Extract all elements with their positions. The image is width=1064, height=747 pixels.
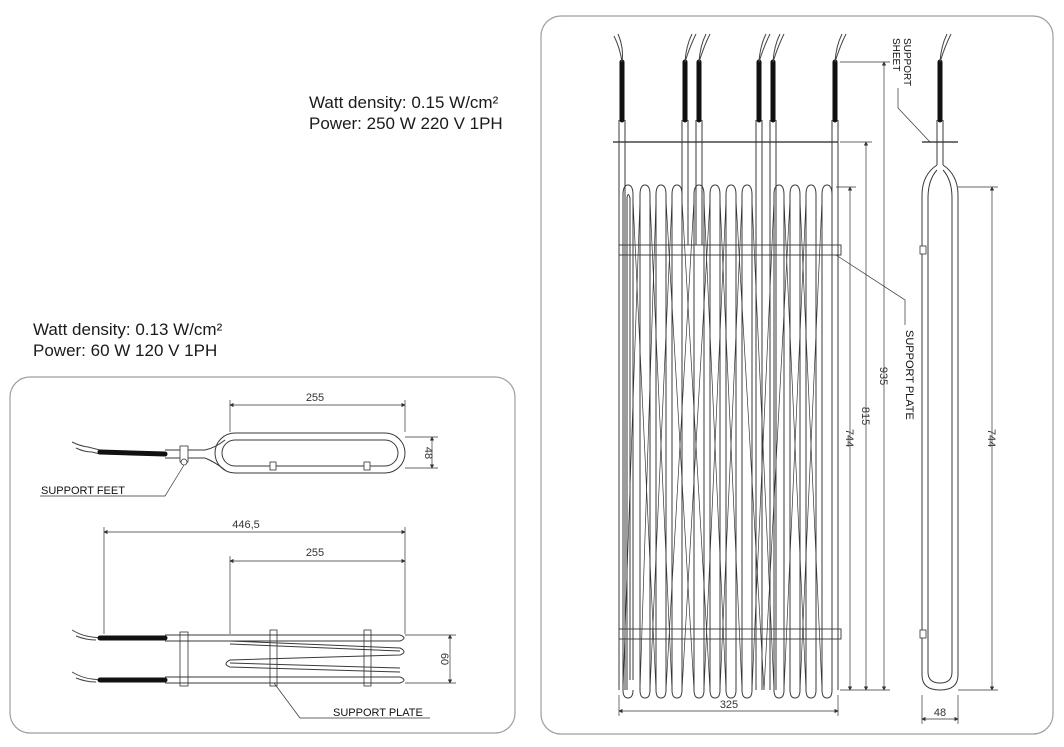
small-top-length-dim: 255 — [306, 392, 324, 404]
large-side-width-dim: 48 — [934, 707, 946, 719]
label-support-sheet-wrap: SUPPORT SHEET — [890, 38, 912, 86]
large-front-length-dim: 815 — [859, 407, 871, 425]
large-side-length-dim: 744 — [985, 429, 997, 447]
large-side-view — [919, 33, 998, 724]
small-side-length-dim: 255 — [306, 547, 324, 559]
spec-small: Watt density: 0.13 W/cm² Power: 60 W 120… — [33, 319, 222, 361]
label-support-sheet: SUPPORT SHEET — [890, 38, 912, 86]
label-support-feet: SUPPORT FEET — [41, 485, 125, 497]
label-support-plate-small: SUPPORT PLATE — [333, 707, 423, 719]
small-top-view — [40, 400, 438, 497]
power-small: Power: 60 W 120 V 1PH — [33, 341, 218, 360]
large-front-view — [613, 33, 931, 716]
power-large: Power: 250 W 220 V 1PH — [309, 114, 503, 133]
watt-density-large: Watt density: 0.15 W/cm² — [309, 93, 499, 112]
large-heater-frame — [540, 15, 1054, 735]
small-side-height-dim: 60 — [438, 653, 450, 665]
watt-density-small: Watt density: 0.13 W/cm² — [33, 320, 223, 339]
small-side-overall-dim: 446,5 — [232, 519, 260, 531]
large-front-overall-dim: 935 — [877, 367, 889, 385]
spec-large: Watt density: 0.15 W/cm² Power: 250 W 22… — [309, 92, 503, 134]
large-front-element-dim: 744 — [843, 429, 855, 447]
small-top-width-dim: 48 — [422, 447, 434, 459]
label-support-plate-large: SUPPORT PLATE — [903, 330, 915, 420]
small-heater-frame — [9, 376, 516, 734]
small-side-view — [71, 527, 456, 719]
large-front-width-dim: 325 — [720, 699, 738, 711]
